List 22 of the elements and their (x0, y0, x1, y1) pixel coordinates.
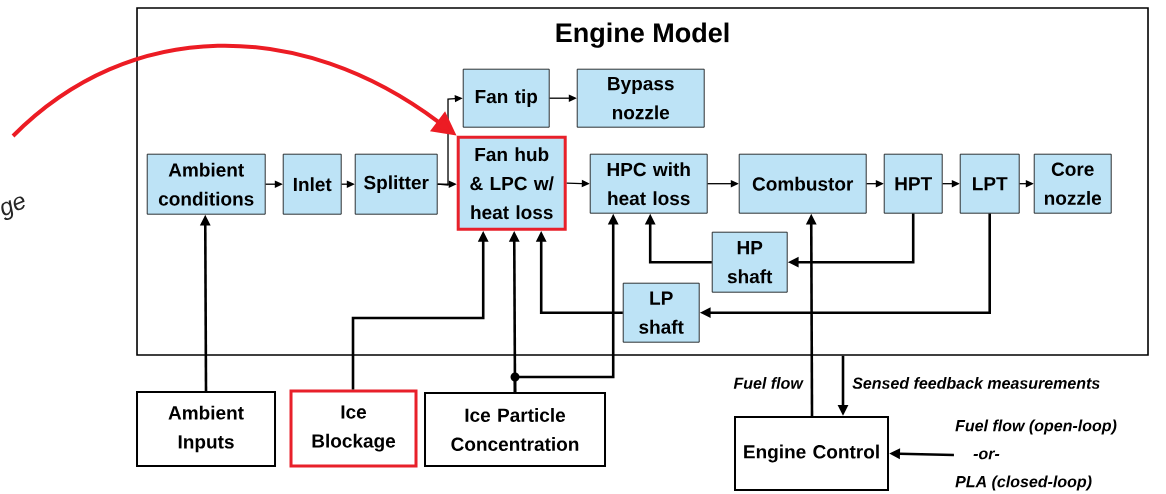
process-box: HPC with heat loss (589, 153, 708, 214)
process-box: Splitter (354, 153, 438, 215)
input-box: Ice Particle Concentration (424, 392, 606, 467)
process-box: Inlet (282, 153, 342, 215)
text-fragment: ge (1, 196, 25, 221)
process-box: Bypass nozzle (576, 68, 705, 128)
process-box: Fan tip (462, 68, 550, 128)
input-text: Fuel flow (open-loop) -or- PLA (closed-loop) (955, 419, 1117, 491)
process-box: Combustor (738, 153, 867, 214)
highlighted-box: Fan hub & LPC w/ heat loss (456, 135, 567, 231)
input-box: Engine Control (734, 416, 889, 491)
highlighted-input-box: Ice Blockage (289, 389, 418, 468)
process-box: LP shaft (622, 282, 700, 343)
process-box: LPT (959, 153, 1020, 214)
edge-label: Sensed feedback measurements (850, 375, 1103, 391)
process-box: HP shaft (711, 231, 788, 293)
frame-title: Engine Model (556, 22, 729, 48)
process-box: Ambient conditions (146, 153, 266, 215)
input-box: Ambient Inputs (136, 391, 276, 467)
process-box: HPT (883, 153, 943, 214)
edge-label: Fuel flow (731, 375, 805, 391)
process-box: Core nozzle (1033, 153, 1112, 214)
